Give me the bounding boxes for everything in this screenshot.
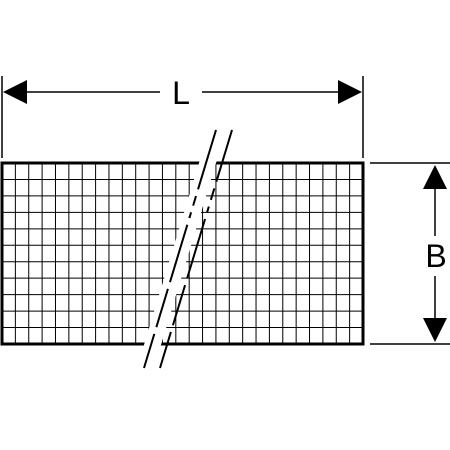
length-dimension: L [1,75,364,158]
break-line-left [143,129,217,369]
break-line-right [159,129,233,369]
width-arrow-down-icon [423,318,447,342]
width-arrow-up-icon [423,165,447,189]
width-dimension: B [370,162,450,345]
break-symbol [137,129,233,369]
length-arrow-left-icon [3,80,27,104]
break-gap [137,130,226,368]
panel-outline [0,161,365,346]
length-label: L [172,75,190,111]
mesh-grid [2,163,363,344]
mesh-panel [0,161,365,346]
length-arrow-right-icon [338,80,362,104]
width-label: B [425,238,446,274]
